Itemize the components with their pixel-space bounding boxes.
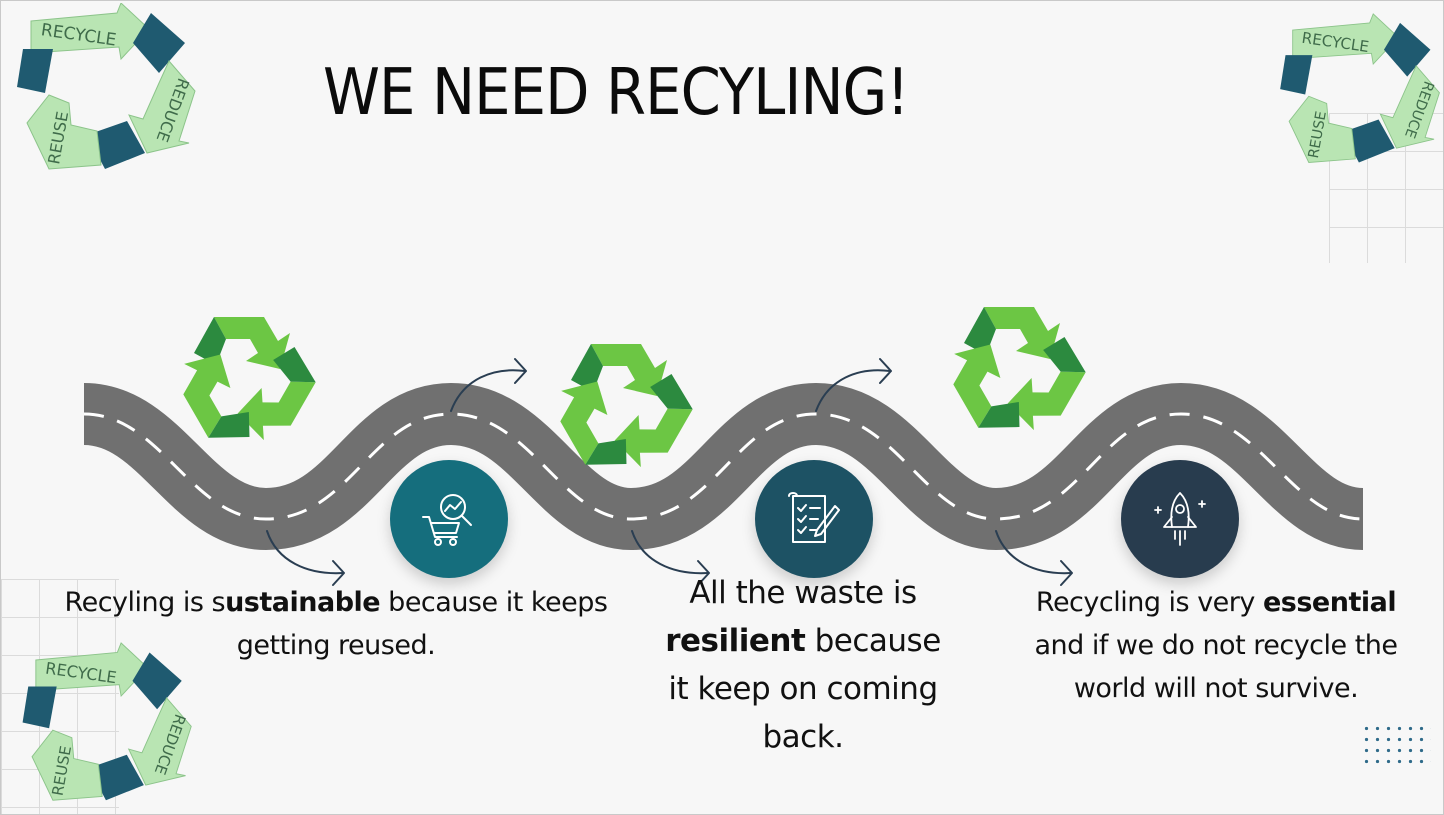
arrow-head-icon [697, 560, 710, 586]
dot-pattern-decoration [1361, 723, 1431, 765]
milestone-text-1-after: because it keeps getting reused. [236, 587, 608, 661]
rocket-icon [1154, 492, 1206, 546]
badge-arc-dark-2 [1383, 22, 1431, 77]
milestone-circle-2 [755, 460, 873, 578]
badge-arc-reuse: REUSE [31, 729, 103, 801]
arrow-head-icon [514, 358, 527, 384]
milestone-text-3: Recycling is very essential and if we do… [1031, 581, 1401, 710]
milestone-text-3-before: Recycling is very [1035, 587, 1263, 618]
badge-arc-dark-3 [88, 754, 144, 801]
recycle-badge-top-left: RECYCLE REDUCE REUSE [17, 3, 196, 170]
milestone-text-2-after: because it keep on coming back. [668, 623, 941, 755]
arrow-head-icon [1060, 560, 1073, 586]
shopping-cart-search-icon [422, 494, 472, 546]
arrow-head-icon [879, 358, 892, 384]
recycle-symbol-icon [560, 344, 693, 468]
milestone-text-2-bold: resilient [665, 623, 806, 659]
arrow-icon [995, 530, 1072, 575]
road-lane-markings [83, 412, 1364, 521]
badge-arc-dark-3 [1342, 119, 1395, 163]
milestone-text-1-before: Recyling is s [64, 587, 226, 618]
milestone-text-2-before: All the waste is [689, 575, 917, 611]
badge-arc-dark-3 [87, 121, 145, 169]
arrow-icon [450, 369, 526, 412]
milestone-text-1-bold: ustainable [225, 587, 381, 618]
milestone-text-1: Recyling is sustainable because it keeps… [51, 581, 621, 667]
badge-arc-recycle: RECYCLE [35, 642, 149, 698]
badge-arc-reuse: REUSE [26, 94, 102, 170]
badge-arc-dark-2 [133, 13, 185, 73]
milestone-text-3-after: and if we do not recycle the world will … [1034, 630, 1398, 704]
recycle-badge-top-right: RECYCLE REDUCE REUSE [1280, 13, 1440, 163]
arrow-icon [631, 530, 709, 575]
milestone-text-2: All the waste is resilient because it ke… [655, 569, 951, 761]
arrow-head-icon [332, 560, 345, 586]
recycle-symbol-icon [953, 307, 1086, 431]
checklist-pencil-icon [788, 492, 840, 543]
arrow-icon [266, 530, 344, 575]
badge-arc-reuse: REUSE [1288, 95, 1356, 163]
milestone-text-3-bold: essential [1262, 587, 1397, 618]
slide-title: WE NEED RECYLING! [323, 56, 909, 130]
badge-arc-dark-1 [22, 686, 57, 729]
badge-arc-reduce: REDUCE [128, 60, 196, 154]
badge-arc-dark-2 [132, 652, 182, 710]
badge-arc-recycle: RECYCLE [1292, 13, 1399, 66]
badge-arc-dark-1 [17, 49, 53, 93]
milestone-circle-3 [1121, 460, 1239, 578]
badge-arc-dark-1 [1280, 55, 1313, 95]
recycle-symbol-icon [183, 317, 316, 441]
milestone-circle-1 [390, 460, 508, 578]
arrow-icon [815, 369, 891, 412]
recycle-badge-bottom-left: RECYCLE REDUCE REUSE [22, 642, 192, 801]
